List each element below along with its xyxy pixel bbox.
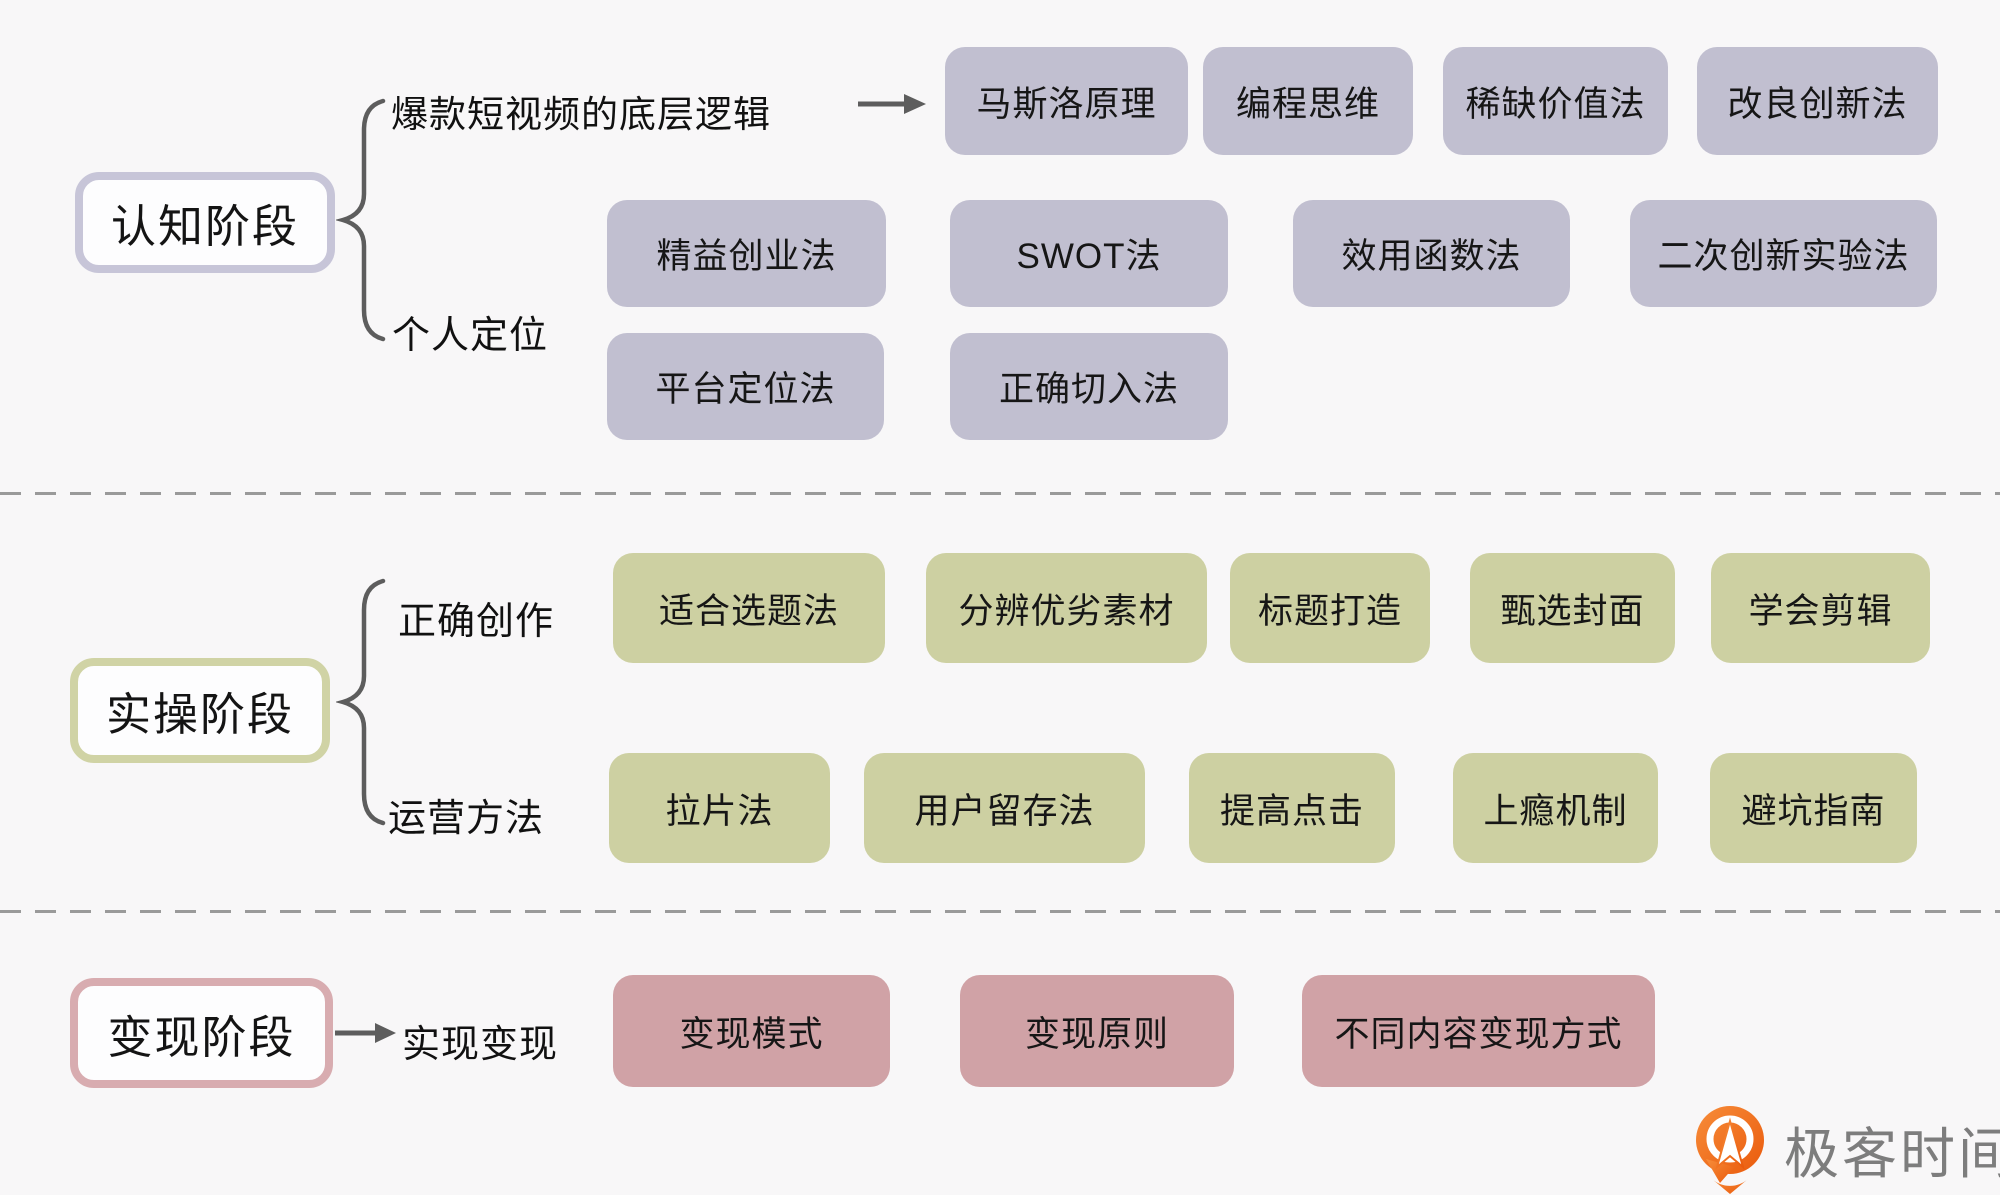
topic-node: 变现模式 bbox=[613, 975, 890, 1087]
stage-box-cognition: 认知阶段 bbox=[75, 172, 335, 273]
topic-node: 拉片法 bbox=[609, 753, 830, 863]
topic-node: 避坑指南 bbox=[1710, 753, 1917, 863]
topic-node: 提高点击 bbox=[1189, 753, 1395, 863]
topic-node: 编程思维 bbox=[1203, 47, 1413, 155]
branch-label-operation: 运营方法 bbox=[388, 798, 545, 840]
geektime-brand-text: 极客时间 bbox=[1784, 1123, 2000, 1185]
topic-node: 适合选题法 bbox=[613, 553, 885, 663]
branch-label-creation: 正确创作 bbox=[398, 601, 555, 643]
brace-connector bbox=[336, 578, 386, 826]
topic-node: 改良创新法 bbox=[1697, 47, 1938, 155]
topic-node: SWOT法 bbox=[950, 200, 1228, 307]
branch-label-logic: 爆款短视频的底层逻辑 bbox=[391, 94, 771, 135]
topic-node: 马斯洛原理 bbox=[945, 47, 1188, 155]
stage-label: 认知阶段 bbox=[110, 201, 299, 252]
topic-node: 上瘾机制 bbox=[1453, 753, 1658, 863]
topic-node: 标题打造 bbox=[1230, 553, 1430, 663]
geektime-watermark: 极客时间 bbox=[1690, 1103, 2000, 1195]
topic-node: 正确切入法 bbox=[950, 333, 1228, 440]
stage-box-monetization: 变现阶段 bbox=[70, 978, 333, 1088]
arrow-connector bbox=[335, 1023, 396, 1043]
stage-label: 变现阶段 bbox=[107, 1011, 296, 1063]
topic-node: 平台定位法 bbox=[607, 333, 884, 440]
topic-node: 精益创业法 bbox=[607, 200, 886, 307]
topic-node: 学会剪辑 bbox=[1711, 553, 1930, 663]
branch-label-positioning: 个人定位 bbox=[392, 315, 549, 357]
section-divider bbox=[0, 910, 2000, 913]
topic-node: 二次创新实验法 bbox=[1630, 200, 1937, 307]
brace-connector bbox=[336, 98, 386, 342]
topic-node: 甄选封面 bbox=[1470, 553, 1675, 663]
topic-node: 用户留存法 bbox=[864, 753, 1145, 863]
stage-box-practice: 实操阶段 bbox=[70, 658, 330, 763]
branch-label-monetize: 实现变现 bbox=[402, 1024, 559, 1066]
arrow-connector bbox=[858, 94, 926, 114]
section-divider bbox=[0, 492, 2000, 495]
topic-node: 分辨优劣素材 bbox=[926, 553, 1207, 663]
topic-node: 效用函数法 bbox=[1293, 200, 1570, 307]
geektime-logo-icon bbox=[1696, 1106, 1764, 1194]
stage-label: 实操阶段 bbox=[105, 689, 294, 740]
topic-node: 稀缺价值法 bbox=[1443, 47, 1668, 155]
topic-node: 不同内容变现方式 bbox=[1302, 975, 1655, 1087]
topic-node: 变现原则 bbox=[960, 975, 1234, 1087]
